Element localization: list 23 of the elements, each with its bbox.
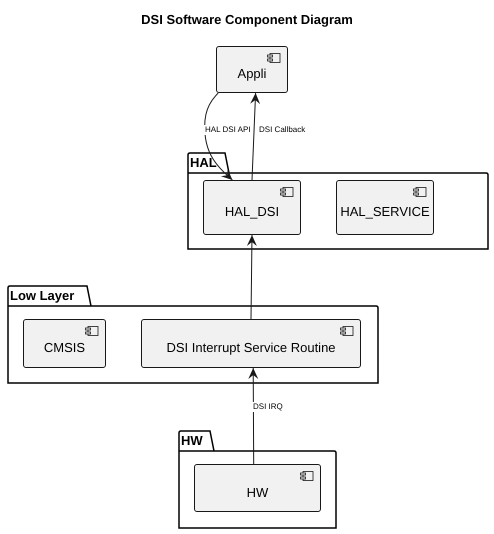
component-name: Appli — [238, 66, 266, 81]
edge-label: HAL DSI API — [204, 125, 252, 135]
arrow — [250, 92, 260, 180]
component-box — [216, 46, 288, 93]
component-box — [336, 180, 434, 235]
component-name: DSI Interrupt Service Routine — [166, 340, 336, 355]
arrow — [204, 92, 233, 180]
component-name: HAL_SERVICE — [340, 204, 430, 219]
diagram-title: DSI Software Component Diagram — [141, 12, 353, 27]
edge-label: DSI Callback — [258, 125, 306, 135]
package-title: Low Layer — [10, 288, 74, 303]
component-name: CMSIS — [44, 340, 86, 355]
component-box — [23, 319, 106, 368]
component-box — [141, 319, 361, 368]
arrow — [248, 368, 258, 464]
component-name: HW — [246, 484, 268, 500]
edge-label: DSI IRQ — [252, 402, 284, 412]
package-title: HW — [181, 433, 203, 448]
component-name: HAL_DSI — [224, 204, 280, 219]
component-box — [194, 464, 321, 512]
component-box — [203, 180, 301, 235]
arrow — [246, 234, 257, 320]
package-title: HAL — [190, 155, 217, 170]
